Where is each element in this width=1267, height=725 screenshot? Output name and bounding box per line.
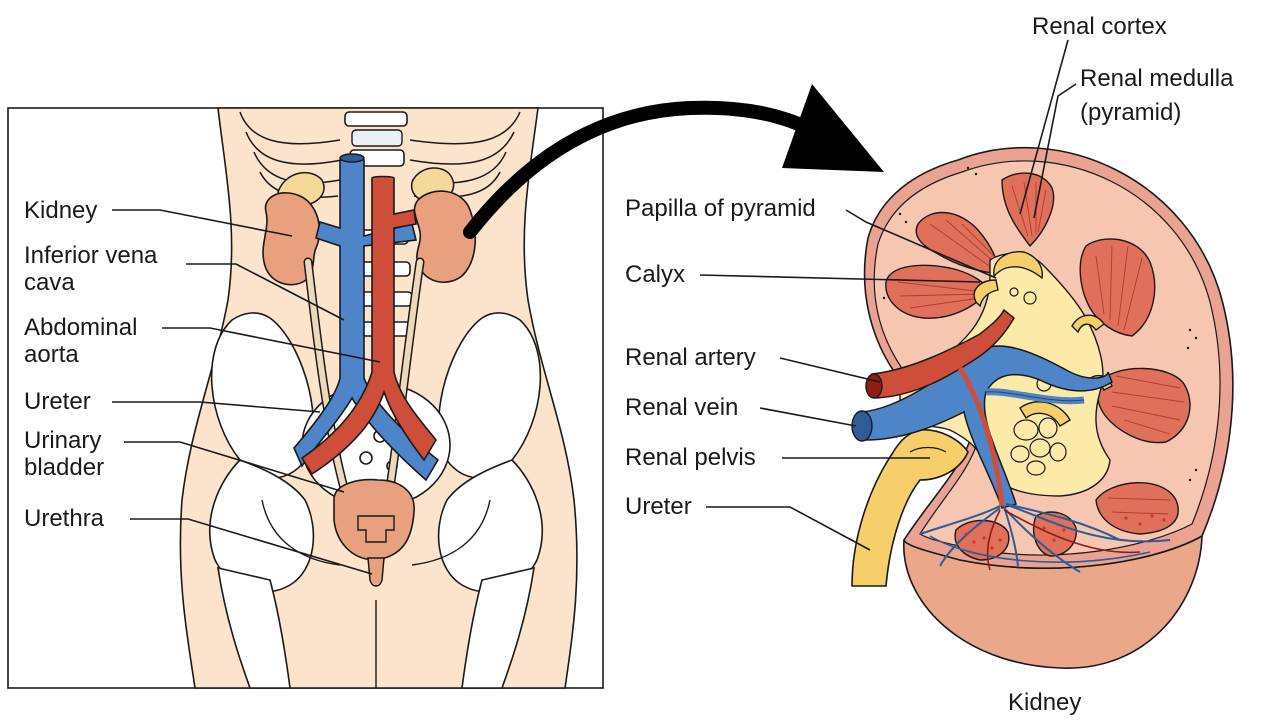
label-renal-cortex: Renal cortex xyxy=(1032,13,1167,40)
label-ureter-left: Ureter xyxy=(24,388,91,415)
label-kidney-left: Kidney xyxy=(24,197,97,224)
right-labels: Renal cortex Renal medulla (pyramid) Pap… xyxy=(625,13,1234,716)
body-panel xyxy=(7,107,604,689)
calyx-cup-1 xyxy=(993,251,1043,280)
label-urinary-bladder-line2: bladder xyxy=(24,454,104,481)
label-abdominal-aorta-line2: aorta xyxy=(24,341,79,368)
zoom-arrow xyxy=(463,84,884,239)
ureter-right xyxy=(851,429,969,587)
caption-kidney: Kidney xyxy=(1008,689,1081,716)
calyx-cup-3 xyxy=(1071,314,1105,334)
label-ureter-right: Ureter xyxy=(625,493,692,520)
urethra xyxy=(367,557,385,587)
left-labels: Kidney Inferior vena cava Abdominal aort… xyxy=(24,197,158,532)
cut-surface-vessels xyxy=(919,503,1171,573)
pyramid-dots xyxy=(964,514,1166,550)
label-papilla-of-pyramid: Papilla of pyramid xyxy=(625,195,816,222)
label-renal-artery: Renal artery xyxy=(625,344,756,371)
label-inferior-vena-cava-line2: cava xyxy=(24,269,75,296)
label-calyx: Calyx xyxy=(625,261,685,288)
label-renal-medulla-line2: (pyramid) xyxy=(1080,99,1181,126)
urinary-bladder xyxy=(333,478,415,561)
right-kidney xyxy=(413,190,477,284)
left-leader-lines xyxy=(112,209,381,575)
pyramid-upper-right xyxy=(1079,238,1156,337)
label-inferior-vena-cava-line1: Inferior vena xyxy=(24,242,158,269)
label-renal-medulla-line1: Renal medulla xyxy=(1080,65,1234,92)
abdominal-aorta xyxy=(300,175,437,476)
label-renal-pelvis: Renal pelvis xyxy=(625,444,756,471)
label-urethra: Urethra xyxy=(24,505,105,532)
cortex-speckles xyxy=(882,166,1198,482)
pyramid-striations xyxy=(897,181,1185,515)
pyramid-cut-mid xyxy=(1032,511,1077,557)
calyx-cup-5 xyxy=(1019,401,1071,427)
right-leader-lines xyxy=(699,39,1077,551)
pyramid-right xyxy=(1097,367,1191,444)
calyx-cup-2 xyxy=(973,279,999,308)
minor-calyces xyxy=(973,251,1113,427)
renal-sinus-fat xyxy=(1009,287,1067,476)
label-renal-vein: Renal vein xyxy=(625,394,738,421)
pyramid-lower-right xyxy=(1095,481,1179,535)
kidney-cross-section xyxy=(851,146,1234,669)
label-urinary-bladder-line1: Urinary xyxy=(24,427,101,454)
label-abdominal-aorta-line1: Abdominal xyxy=(24,314,137,341)
